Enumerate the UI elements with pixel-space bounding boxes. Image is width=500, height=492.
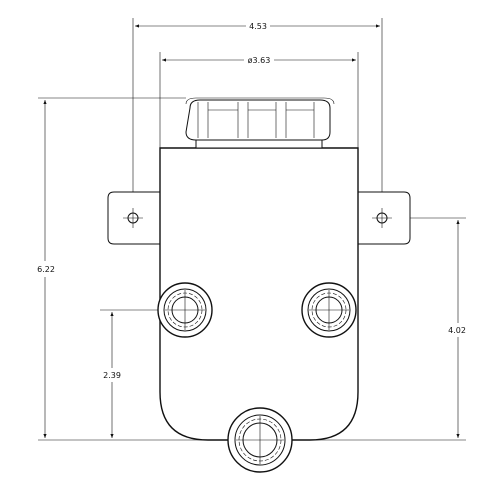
dim-tab-height-label: 4.02 [448, 326, 466, 335]
right-port [301, 282, 357, 338]
left-port [157, 282, 213, 338]
bottom-port [227, 407, 293, 473]
dim-overall-width-label: 4.53 [249, 22, 267, 31]
dim-port-height-label: 2.39 [103, 371, 121, 380]
dimension-labels: 4.53 ø3.63 6.22 2.39 4.02 [37, 20, 467, 382]
extension-lines [38, 18, 466, 441]
reservoir-body [159, 147, 359, 441]
reservoir-cap [185, 97, 335, 149]
dim-overall-height-label: 6.22 [37, 265, 55, 274]
mounting-tabs [107, 191, 411, 245]
dim-body-diameter-label: ø3.63 [248, 56, 271, 65]
